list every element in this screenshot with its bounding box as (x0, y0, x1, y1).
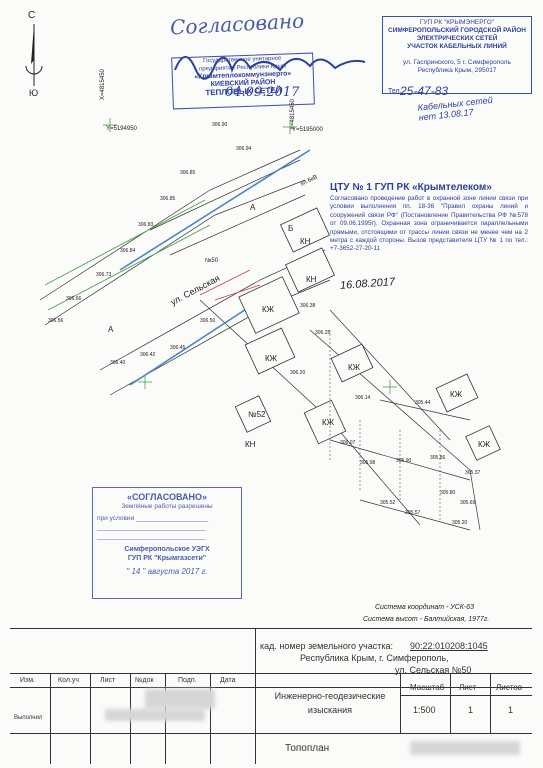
building-label: №52 (248, 410, 266, 419)
elev-mark: 305.80 (440, 490, 456, 496)
building-label: КЖ (348, 363, 361, 372)
ctu-approval-stamp: ЦТУ № 1 ГУП РК «Крымтелеком» Согласовано… (330, 182, 528, 292)
stamp-gas-networks: «СОГЛАСОВАНО» Земляные работы разрешены … (92, 487, 242, 599)
col-header: Кол.уч (58, 677, 79, 684)
elev-mark: 306.90 (212, 122, 228, 128)
elev-mark: 305.52 (380, 500, 396, 506)
elev-mark: 305.37 (465, 470, 481, 476)
elev-mark: 306.66 (66, 296, 82, 302)
address-line-2: ул. Сельская №50 (395, 665, 472, 675)
stamp-left-date: 04.09.2017 (225, 85, 300, 100)
elev-mark: 306.14 (355, 395, 371, 401)
stamp-right-tel: 25-47-83 (400, 84, 449, 98)
building-label: КН (245, 440, 256, 449)
site-plan-drawing (39, 118, 501, 531)
elev-mark: 305.20 (452, 520, 468, 526)
address-line-1: Республика Крым, г. Симферополь, (300, 653, 449, 663)
elev-mark: 306.50 (200, 318, 216, 324)
cadastral-label: кад. номер земельного участка: (260, 641, 393, 651)
elev-mark: 306.25 (315, 330, 331, 336)
south-letter: Ю (29, 88, 39, 98)
stamp-crimea-energy: ГУП РК "КРЫМЭНЕРГО" СИМФЕРОПОЛЬСКИЙ ГОРО… (382, 16, 532, 94)
elev-mark: 306.94 (236, 146, 252, 152)
coord-y-left: Y=5194950 (106, 126, 137, 132)
elev-mark: 306.85 (160, 196, 176, 202)
elev-mark: 305.69 (460, 500, 476, 506)
elev-mark: 306.42 (140, 352, 156, 358)
house-number: №50 (205, 258, 219, 264)
col-header: Подп. (178, 677, 197, 684)
title-block: кад. номер земельного участка: 90:22:010… (10, 628, 532, 764)
elev-mark: 306.84 (120, 248, 136, 254)
sheet-value: 1 (468, 705, 474, 715)
col-header: №док (135, 677, 154, 684)
building-label: КЖ (450, 390, 463, 399)
elev-mark: 306.73 (96, 272, 112, 278)
elev-mark: 305.57 (405, 510, 421, 516)
elev-mark: 306.07 (340, 440, 356, 446)
elev-mark: 306.85 (180, 170, 196, 176)
col-header: Лист (100, 677, 116, 684)
building-label: КЖ (265, 354, 278, 363)
signature-icon (174, 56, 366, 80)
executor-sign-redacted (145, 689, 215, 709)
building-label: КН (306, 275, 317, 284)
elev-mark: 306.56 (48, 318, 64, 324)
scale-value: 1:500 (413, 705, 436, 715)
building-label: КН (300, 237, 311, 246)
sheets-label: Листов (496, 683, 522, 692)
building-label: КЖ (478, 440, 491, 449)
elev-mark: 306.20 (290, 370, 306, 376)
elev-mark: 305.90 (396, 458, 412, 464)
north-arrow: С Ю (20, 10, 48, 100)
elev-mark: 306.45 (170, 345, 186, 351)
zone-letter: А (250, 203, 256, 212)
zone-letter: Б (288, 224, 294, 233)
work-type: Инженерно-геодезические изыскания (274, 691, 386, 715)
col-header: Дата (220, 677, 236, 684)
elev-mark: 306.38 (300, 303, 316, 309)
ctu-text: Согласовано проведение работ в охранной … (330, 195, 528, 253)
coordinate-system: Система координат - УСК-63 (375, 604, 475, 611)
building-label: КЖ (322, 418, 335, 427)
ctu-title: ЦТУ № 1 ГУП РК «Крымтелеком» (330, 182, 492, 193)
elev-mark: 306.40 (110, 360, 126, 366)
elev-mark: 305.98 (360, 460, 376, 466)
elev-mark: 305.44 (415, 400, 431, 406)
elev-mark: 306.83 (138, 222, 154, 228)
elev-mark: 305.86 (430, 455, 446, 461)
executed-label: Выполнил (14, 715, 43, 721)
north-arrow-icon (25, 24, 43, 86)
north-letter: С (28, 10, 36, 21)
executor-name-redacted (105, 709, 205, 721)
document-name: Топоплан (285, 743, 330, 754)
coord-y-right: Y=5195000 (292, 127, 323, 133)
sheets-value: 1 (508, 705, 514, 715)
col-header: Изм. (20, 677, 35, 684)
cadastral-number: 90:22:010208:1045 (410, 641, 488, 651)
zone-letter: А (108, 325, 114, 334)
height-system: Система высот - Балтийская, 1977г. (363, 616, 490, 623)
company-redacted (410, 741, 520, 755)
building-label: КЖ (262, 305, 275, 314)
scale-label: Масштаб (410, 683, 445, 692)
sheet-label: Лист (459, 683, 477, 692)
stamp-right-tel-label: Тел. (388, 88, 402, 95)
